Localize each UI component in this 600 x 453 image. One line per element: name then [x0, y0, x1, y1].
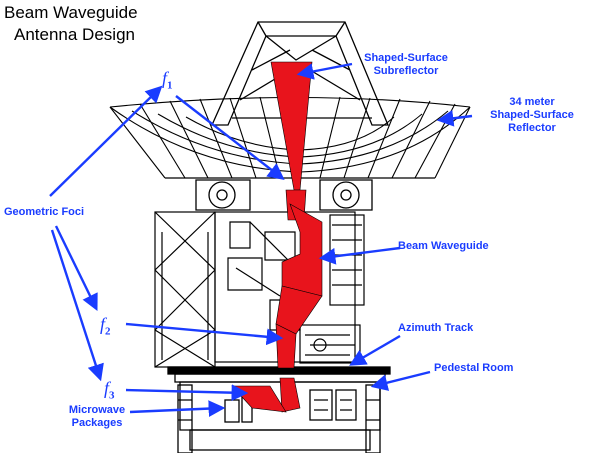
- diagram-title-line-2: Antenna Design: [14, 25, 135, 44]
- label-microwave-line-1: Microwave: [68, 404, 126, 416]
- callout-arrows: [49, 62, 473, 417]
- label-geometric-foci: Geometric Foci: [4, 206, 85, 218]
- focus-f2-index: 2: [105, 325, 111, 338]
- focus-f1-index: 1: [167, 79, 173, 92]
- beam-path: [231, 61, 323, 413]
- label-subreflector-line-1: Shaped-Surface: [364, 52, 448, 64]
- label-azimuth-track: Azimuth Track: [398, 322, 474, 334]
- label-reflector: 34 meter Shaped-Surface Reflector: [482, 96, 582, 135]
- diagram-title-line-1: Beam Waveguide: [4, 3, 138, 22]
- elevation-bearings: [195, 179, 373, 211]
- focus-f3-symbol: f: [104, 378, 110, 398]
- label-pedestal-room: Pedestal Room: [434, 362, 514, 374]
- focus-f3-index: 3: [109, 389, 115, 402]
- focus-f1: f1: [162, 68, 173, 92]
- focus-f2-symbol: f: [100, 314, 106, 334]
- label-subreflector-line-2: Subreflector: [373, 65, 439, 77]
- label-beam-waveguide: Beam Waveguide: [398, 240, 489, 252]
- label-microwave-line-2: Packages: [71, 417, 123, 429]
- label-microwave-packages: Microwave Packages: [52, 404, 142, 430]
- azimuth-track-and-pedestal: [167, 366, 391, 453]
- alidade-structure: [154, 211, 365, 368]
- label-reflector-line-2: Shaped-Surface: [490, 109, 574, 121]
- focus-f1-symbol: f: [162, 68, 168, 88]
- label-subreflector: Shaped-Surface Subreflector: [356, 52, 456, 78]
- focus-f2: f2: [100, 314, 111, 338]
- focus-f3: f3: [104, 378, 115, 402]
- label-reflector-line-1: 34 meter: [509, 96, 555, 108]
- label-reflector-line-3: Reflector: [508, 122, 556, 134]
